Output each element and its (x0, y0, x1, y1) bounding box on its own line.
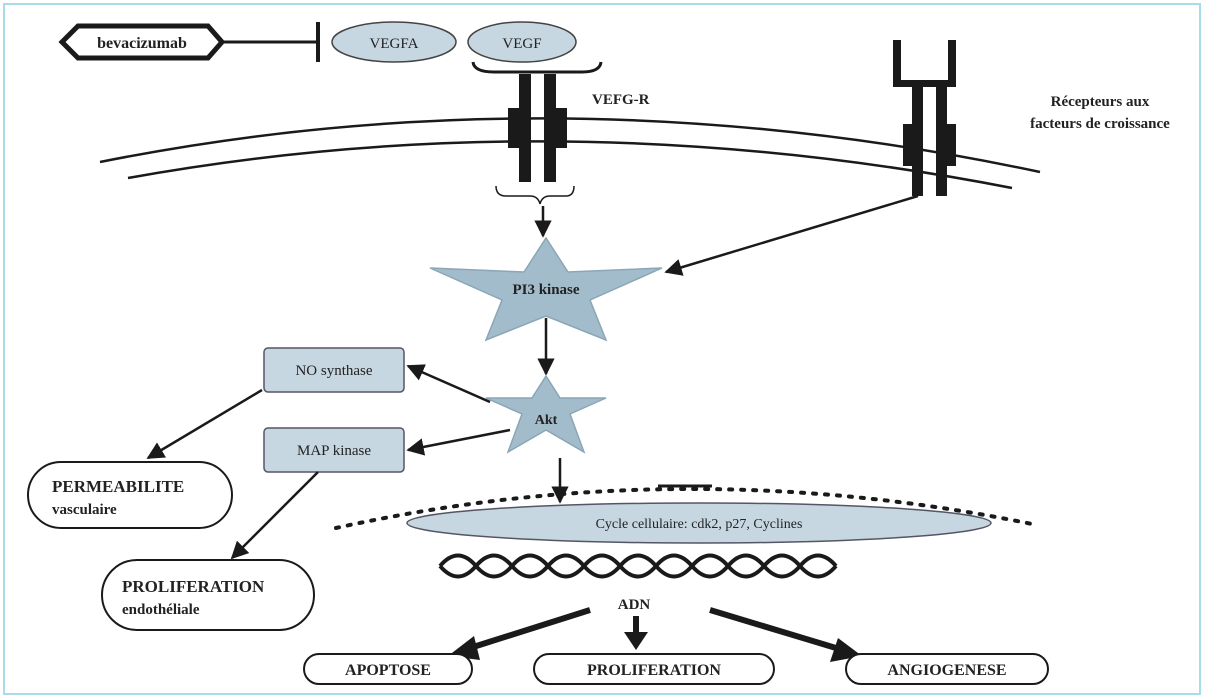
receptors-label-line1: Récepteurs aux (1051, 94, 1150, 110)
receptors-label-line2: facteurs de croissance (1030, 116, 1170, 132)
angiogenese-label: ANGIOGENESE (887, 662, 1006, 679)
angiogenese-node: ANGIOGENESE (845, 653, 1049, 685)
permeabilite-node: PERMEABILITE vasculaire (27, 461, 233, 529)
map-kinase-node: MAP kinase (263, 427, 405, 473)
map-kinase-label: MAP kinase (297, 443, 371, 459)
growth-factor-receptor (893, 40, 956, 196)
cell-cycle-label: Cycle cellulaire: cdk2, p27, Cyclines (596, 517, 803, 532)
arrowhead-proliferation (624, 632, 648, 650)
proliferation-endo-title: PROLIFERATION (122, 577, 265, 596)
cell-cycle-node: Cycle cellulaire: cdk2, p27, Cyclines (406, 502, 992, 544)
pi3k-node: PI3 kinase (429, 236, 663, 342)
vegf-label: VEGF (502, 36, 541, 52)
proliferation-endo-sub: endothéliale (122, 602, 200, 618)
diagram-frame (3, 3, 1201, 695)
arrow-to-apoptose (469, 607, 591, 651)
adn-label: ADN (618, 597, 651, 613)
arrow-to-angiogenese (709, 607, 837, 651)
proliferation-label: PROLIFERATION (587, 662, 721, 679)
apoptose-node: APOPTOSE (303, 653, 473, 685)
permeabilite-title: PERMEABILITE (52, 477, 184, 496)
permeabilite-sub: vasculaire (52, 502, 117, 518)
membrane-inner (127, 140, 1013, 190)
bevacizumab-label: bevacizumab (97, 35, 187, 52)
akt-label: Akt (535, 413, 558, 428)
vegfa-label: VEGFA (370, 36, 419, 52)
vegf-node: VEGF (467, 21, 577, 63)
vegfa-node: VEGFA (331, 21, 457, 63)
dna-helix (438, 553, 838, 579)
arrow-akt-to-map-kinase (406, 428, 511, 456)
pi3k-label: PI3 kinase (512, 282, 579, 298)
membrane-outer (99, 117, 1041, 174)
vefg-r-label: VEFG-R (592, 92, 650, 108)
arrow-gfr-to-pi3k (664, 194, 919, 276)
akt-node: Akt (485, 374, 607, 454)
no-synthase-node: NO synthase (263, 347, 405, 393)
nuclear-membrane (334, 486, 1034, 530)
arrow-akt-to-no-synthase (406, 364, 491, 404)
proliferation-node: PROLIFERATION (533, 653, 775, 685)
arrow-no-synthase-to-permeabilite (146, 388, 263, 460)
bevacizumab-node: bevacizumab (58, 23, 226, 61)
arrow-map-kinase-to-proliferation (230, 471, 319, 560)
vegf-receptor (471, 61, 603, 205)
apoptose-label: APOPTOSE (345, 662, 431, 679)
no-synthase-label: NO synthase (295, 363, 372, 379)
proliferation-endo-node: PROLIFERATION endothéliale (101, 559, 315, 631)
